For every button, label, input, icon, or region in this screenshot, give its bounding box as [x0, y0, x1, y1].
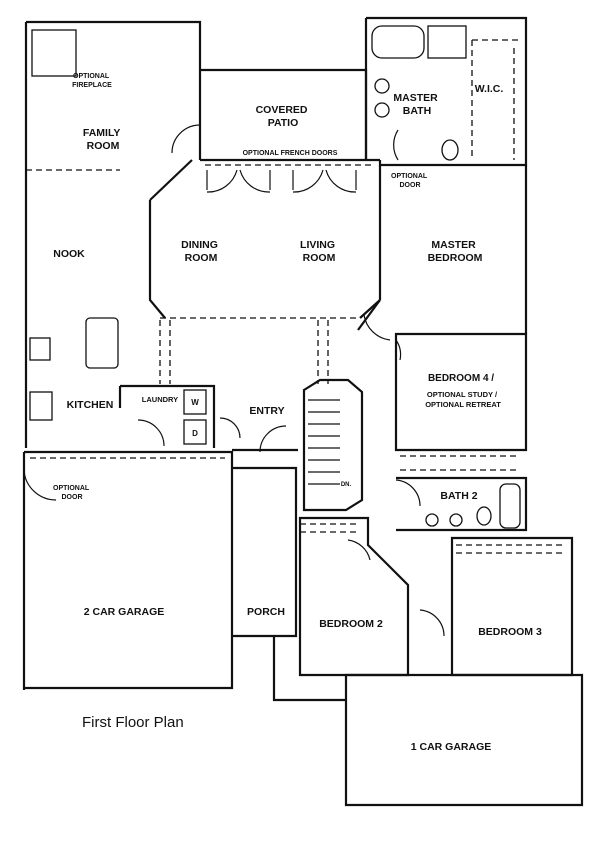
label-bedroom3: BEDROOM 3: [478, 626, 542, 638]
dash-wic-shelves: [471, 39, 520, 160]
dash-bedroom3-closet: [456, 544, 566, 554]
door-closet-entry: [219, 417, 241, 439]
label-entry: ENTRY: [249, 405, 284, 417]
label-living-room: LIVING ROOM: [300, 239, 338, 264]
toilet-master: [441, 139, 459, 161]
sink-bath2-2: [449, 513, 463, 527]
label-bedroom4: BEDROOM 4 / OPTIONAL STUDY / OPTIONAL RE…: [425, 368, 501, 409]
sink-master-1: [374, 78, 390, 94]
dash-kitchen-columns: [159, 320, 329, 384]
door-bedroom2: [347, 539, 371, 561]
wall-kitchen-laundry: [118, 384, 216, 448]
kitchen-island: [85, 317, 119, 369]
door-family-patio: [171, 124, 201, 154]
fixtures: [29, 25, 521, 529]
wall-dining-bay: [148, 159, 381, 319]
walls: [22, 16, 584, 807]
door-master-bedroom: [363, 314, 391, 341]
note-optional-door-master: OPTIONAL DOOR: [391, 173, 429, 189]
fireplace: [31, 29, 77, 77]
wall-stairs: [302, 378, 364, 512]
wall-porch: [232, 466, 346, 702]
door-french-3: [292, 169, 324, 193]
note-optional-french-doors: OPTIONAL FRENCH DOORS: [243, 150, 338, 157]
door-bedroom3: [419, 609, 445, 637]
shower-master: [427, 25, 467, 59]
label-bedroom2: BEDROOM 2: [319, 618, 383, 630]
wall-family-room: [26, 20, 202, 160]
dash-bedroom2-closet: [300, 523, 360, 533]
wall-master-bedroom: [378, 165, 528, 334]
wall-bedroom2: [298, 516, 410, 677]
label-laundry: LAUNDRY: [142, 395, 178, 404]
door-swings: [23, 124, 445, 637]
wall-left-exterior: [22, 22, 28, 690]
plan-caption: First Floor Plan: [82, 714, 184, 731]
wall-bath2: [396, 476, 528, 532]
wall-one-car-garage: [344, 673, 584, 807]
door-entry: [259, 425, 287, 453]
kitchen-stove: [29, 391, 53, 421]
washer-label: W: [191, 398, 199, 407]
door-master-bath: [393, 129, 399, 161]
wall-bedroom3: [450, 536, 574, 677]
sink-bath2-1: [425, 513, 439, 527]
wall-bedroom4: [394, 332, 528, 452]
door-bedroom4: [395, 339, 402, 361]
label-porch: PORCH: [247, 606, 285, 618]
sink-master-2: [374, 102, 390, 118]
label-covered-patio: COVERED PATIO: [256, 104, 311, 129]
label-master-bedroom: MASTER BEDROOM: [428, 239, 483, 264]
label-two-car-garage: 2 CAR GARAGE: [84, 606, 165, 618]
door-french-4: [325, 169, 357, 193]
kitchen-sink: [29, 337, 51, 361]
stair-treads: [308, 399, 340, 485]
dashed-openings: [26, 39, 566, 554]
door-french-2: [239, 169, 271, 193]
wall-entry: [232, 299, 381, 452]
toilet-bath2: [476, 506, 492, 526]
label-wic: W.I.C.: [475, 83, 504, 95]
tub-master: [371, 25, 425, 59]
door-garage-optional: [23, 469, 57, 501]
tub-bath2: [499, 483, 521, 529]
note-optional-fireplace: OPTIONAL FIREPLACE: [72, 73, 112, 89]
label-kitchen: KITCHEN: [67, 399, 114, 411]
label-one-car-garage: 1 CAR GARAGE: [411, 741, 492, 753]
note-optional-door-garage: OPTIONAL DOOR: [53, 485, 91, 501]
dryer-label: D: [192, 429, 198, 438]
washer: [183, 389, 207, 415]
stairs-down-label: DN.: [341, 482, 352, 488]
wall-left-garage: [24, 450, 234, 690]
dryer: [183, 419, 207, 445]
label-nook: NOOK: [53, 248, 85, 260]
label-bath2: BATH 2: [440, 490, 477, 502]
dash-bedroom4-closet: [400, 455, 520, 471]
door-laundry: [137, 419, 165, 447]
label-family-room: FAMILY ROOM: [83, 127, 123, 152]
label-dining-room: DINING ROOM: [181, 239, 221, 264]
door-french-1: [206, 169, 238, 193]
door-bath2: [395, 479, 421, 507]
label-master-bath: MASTER BATH: [393, 92, 440, 117]
